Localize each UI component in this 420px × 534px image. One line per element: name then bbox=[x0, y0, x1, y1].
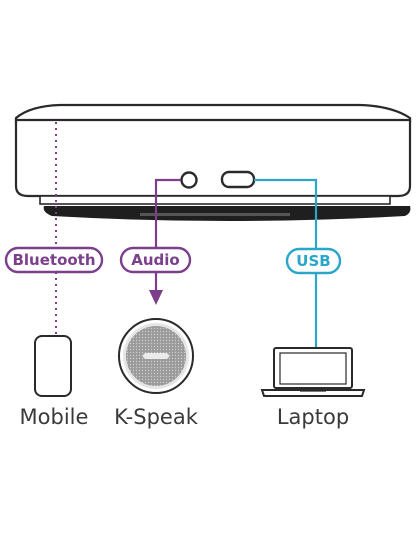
audio-jack-port bbox=[180, 171, 198, 189]
usb-label: USB bbox=[285, 247, 342, 275]
audio-label-text: Audio bbox=[131, 251, 179, 269]
laptop-caption: Laptop bbox=[277, 405, 349, 429]
mobile-caption: Mobile bbox=[20, 405, 89, 429]
laptop-icon bbox=[260, 347, 366, 397]
usb-port bbox=[220, 170, 256, 189]
bluetooth-label: Bluetooth bbox=[4, 246, 104, 274]
bluetooth-label-text: Bluetooth bbox=[12, 251, 95, 269]
audio-arrow-icon bbox=[149, 290, 163, 305]
usb-label-text: USB bbox=[296, 252, 330, 270]
conference-hub-icon bbox=[14, 103, 412, 221]
usb-link-line bbox=[254, 178, 318, 348]
phone-icon bbox=[34, 335, 72, 397]
speaker-icon bbox=[118, 318, 194, 394]
audio-label: Audio bbox=[119, 246, 192, 274]
kspeak-caption: K-Speak bbox=[114, 405, 199, 429]
